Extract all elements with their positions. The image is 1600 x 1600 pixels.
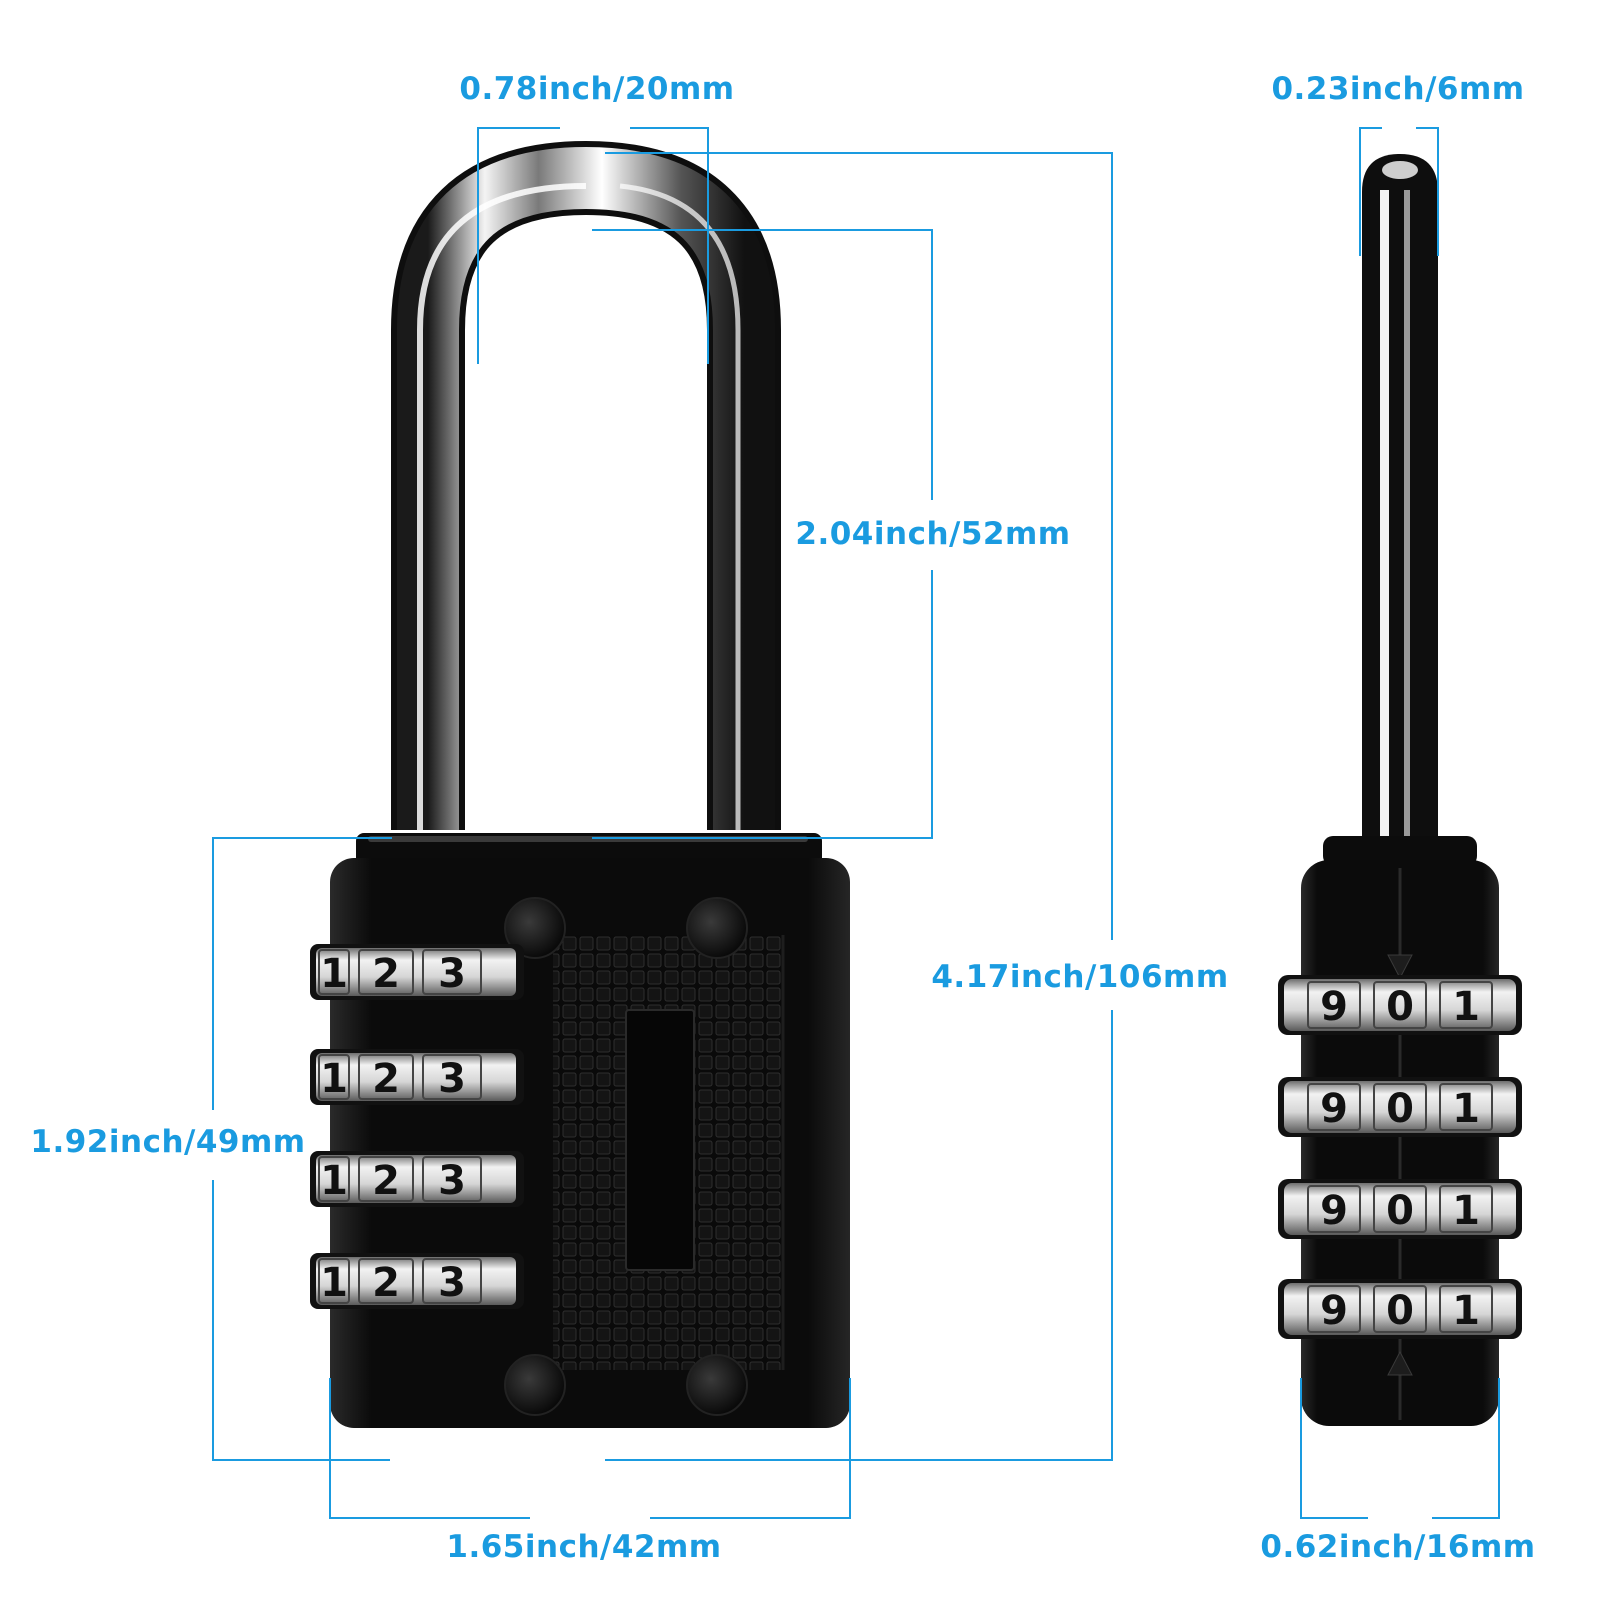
wheel-digit-cell [1373,1083,1427,1131]
shackle [391,140,781,830]
front-wheel-face [316,1053,516,1101]
wheel-digit-cell [1439,1083,1493,1131]
wheel-digit: 2 [372,951,400,997]
wheel-digit-cell [422,1054,482,1100]
wheel-digit-cell [1373,1185,1427,1233]
wheel-digit: 0 [1386,1188,1414,1234]
wheel-digit-cell [1439,1285,1493,1333]
wheel-digit-cell [358,1156,414,1202]
wheel-digit-cell [1439,981,1493,1029]
wheel-digit: 3 [438,1158,466,1204]
wheel-digit-cell [1439,1185,1493,1233]
wheel-digit: 9 [1320,1188,1348,1234]
label-shackle-clearance: 2.04inch/52mm [795,516,1070,552]
wheel-digit: 3 [438,951,466,997]
wheel-digit: 1 [1452,1086,1480,1132]
side-arrow-top [1387,954,1413,980]
wheel-digit-cell [1307,981,1361,1029]
wheel-digit: 1 [320,1260,348,1306]
wheel-digit-cell [1373,1285,1427,1333]
wheel-digit: 9 [1320,1086,1348,1132]
wheel-digit: 0 [1386,984,1414,1030]
wheel-digit-cell [358,1054,414,1100]
wheel-digit: 1 [320,951,348,997]
wheel-digit: 3 [438,1056,466,1102]
wheel-digit: 1 [320,1056,348,1102]
wheel-digit-cell [318,949,350,995]
label-shackle-diameter: 0.23inch/6mm [1271,71,1524,107]
side-wheel-face [1284,1081,1516,1133]
dimension-lines [212,127,1500,1519]
wheel-digit: 9 [1320,1288,1348,1334]
wheel-digit: 0 [1386,1288,1414,1334]
wheel-digit: 9 [1320,984,1348,1030]
wheel-digit-cell [358,949,414,995]
wheel-digit-cell [1307,1285,1361,1333]
front-wheel-face [316,1257,516,1305]
wheel-digit: 1 [1452,1288,1480,1334]
rivet-top-right [686,897,748,959]
wheel-digit-cell [318,1156,350,1202]
wheel-digit-cell [358,1258,414,1304]
label-total-height: 4.17inch/106mm [931,959,1228,995]
wheel-digit: 2 [372,1056,400,1102]
label-body-thickness: 0.62inch/16mm [1260,1529,1535,1565]
wheel-digit: 1 [320,1158,348,1204]
side-shackle [1362,154,1438,836]
wheel-digit: 2 [372,1260,400,1306]
wheel-digit-cell [318,1054,350,1100]
front-wheel-face [316,948,516,996]
label-body-height: 1.92inch/49mm [30,1124,305,1160]
label-shackle-inner-width: 0.78inch/20mm [459,71,734,107]
wheel-digit: 1 [1452,984,1480,1030]
front-wheel-face [316,1155,516,1203]
panel-slot [625,1009,695,1271]
rivet-bottom-right [686,1354,748,1416]
side-top-cap [1323,836,1477,866]
wheel-digit: 1 [1452,1188,1480,1234]
side-wheel-face [1284,1183,1516,1235]
label-body-width: 1.65inch/42mm [446,1529,721,1565]
wheel-digit-cell [422,949,482,995]
wheel-digit-cell [422,1156,482,1202]
wheel-digit-cell [1373,981,1427,1029]
wheel-digit-cell [1307,1185,1361,1233]
side-arrow-bottom [1387,1350,1413,1376]
wheel-digit-cell [422,1258,482,1304]
side-wheel-face [1284,1283,1516,1335]
wheel-digit: 3 [438,1260,466,1306]
wheel-digit-cell [1307,1083,1361,1131]
rivet-bottom-left [504,1354,566,1416]
wheel-digit: 0 [1386,1086,1414,1132]
rivet-top-left [504,897,566,959]
side-wheel-face [1284,979,1516,1031]
wheel-digit: 2 [372,1158,400,1204]
wheel-digit-cell [318,1258,350,1304]
